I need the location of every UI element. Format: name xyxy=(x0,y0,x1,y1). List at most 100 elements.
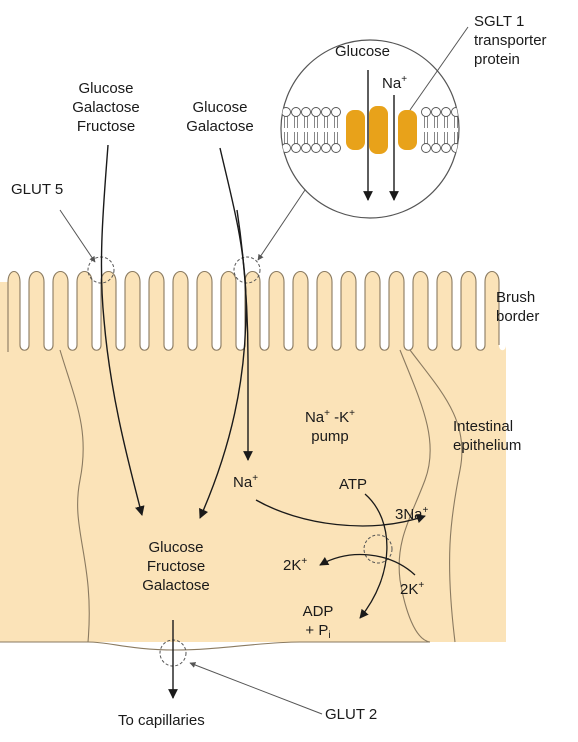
three-na-charge: + xyxy=(422,505,429,516)
arrow-sglt1-na xyxy=(236,209,253,461)
sglt1-label-line3: protein xyxy=(474,51,520,68)
na-k-pump-marker xyxy=(363,534,393,564)
phospholipid-heads xyxy=(281,107,459,153)
phospholipid-head xyxy=(301,107,311,117)
glut5-sugars-label: Glucose Galactose Fructose xyxy=(56,79,156,136)
phospholipid-tail xyxy=(454,116,458,128)
phospholipid-head xyxy=(321,143,331,153)
phospholipid-tail xyxy=(294,116,298,128)
two-k-left-charge: + xyxy=(301,556,308,567)
phospholipid-tail xyxy=(294,132,298,144)
arrow-k-into-cell xyxy=(319,553,416,576)
inset-na-text: Na xyxy=(382,75,402,92)
phospholipid-tail xyxy=(304,116,308,128)
sglt1-sugars-label: Glucose Galactose xyxy=(170,98,270,136)
phospholipid-head xyxy=(451,143,459,153)
phospholipid-head xyxy=(451,107,459,117)
brush-border-label: Brush border xyxy=(496,288,539,326)
p-subscript: i xyxy=(328,630,331,641)
phospholipid-head xyxy=(321,107,331,117)
pump-k: -K xyxy=(330,409,350,426)
glut5-sugar-1: Glucose xyxy=(78,80,134,97)
cell-sugar-2: Fructose xyxy=(146,558,206,575)
inset-na-charge: + xyxy=(401,74,408,85)
two-k-right-charge: + xyxy=(418,580,425,591)
inset-na-label: Na+ xyxy=(382,74,407,93)
phospholipid-head xyxy=(291,143,301,153)
cell-sugar-3: Galactose xyxy=(142,577,210,594)
three-na-label: 3Na+ xyxy=(395,505,428,524)
sglt1-sugar-2: Galactose xyxy=(186,118,254,135)
na-in-text: Na xyxy=(233,474,253,491)
glut5-sugar-3: Fructose xyxy=(76,118,136,135)
membrane-bilayer xyxy=(281,106,459,154)
arrow-atp-to-adp xyxy=(359,493,388,619)
two-k-right-text: 2K xyxy=(400,581,419,598)
phospholipid-tail xyxy=(324,116,328,128)
left-epithelial-cell xyxy=(0,271,506,642)
phospholipid-tail xyxy=(434,116,438,128)
atp-label: ATP xyxy=(339,476,368,493)
plus-p: + P xyxy=(305,622,329,639)
epithelium-line2: epithelium xyxy=(453,437,522,454)
glut5-pointer xyxy=(59,209,96,263)
cell-sugar-1: Glucose xyxy=(148,539,204,556)
inset-glucose-label: Glucose xyxy=(335,43,391,60)
phospholipid-tail xyxy=(444,132,448,144)
sglt1-marker xyxy=(233,256,261,284)
na-k-pump-line2: pump xyxy=(311,428,349,445)
pump-na: Na xyxy=(304,409,325,426)
cell-base xyxy=(0,641,430,651)
intestinal-epithelium-label: Intestinal epithelium xyxy=(453,417,521,455)
two-k-left-label: 2K+ xyxy=(283,556,307,575)
inset-to-marker-pointer xyxy=(257,189,306,261)
three-na-text: 3Na xyxy=(395,506,423,523)
phospholipid-tail xyxy=(314,132,318,144)
phospholipid-head xyxy=(431,143,441,153)
brush-border-line2: border xyxy=(496,308,540,325)
phospholipid-tail xyxy=(434,132,438,144)
sglt1-protein-right xyxy=(398,110,417,150)
sglt1-label-line1: SGLT 1 xyxy=(474,13,525,30)
pump-k-charge: + xyxy=(349,408,356,419)
phospholipid-head xyxy=(311,107,321,117)
phospholipid-head xyxy=(301,143,311,153)
phospholipid-head xyxy=(431,107,441,117)
sglt1-label-line2: transporter xyxy=(474,32,547,49)
phospholipid-head xyxy=(441,143,451,153)
glut5-sugar-2: Galactose xyxy=(72,99,140,116)
na-k-pump-label: Na+ -K+ pump xyxy=(280,408,380,446)
phospholipid-tail xyxy=(324,132,328,144)
two-k-right-label: 2K+ xyxy=(400,580,424,599)
glut2-pointer xyxy=(189,662,323,715)
sglt1-protein-mid xyxy=(369,106,388,154)
phospholipid-head xyxy=(331,107,341,117)
phospholipid-tail xyxy=(304,132,308,144)
phospholipid-tail xyxy=(284,132,288,144)
to-capillaries-label: To capillaries xyxy=(118,712,205,729)
phospholipid-head xyxy=(441,107,451,117)
cell-border-middle xyxy=(398,349,431,643)
arrow-glut5-sugars xyxy=(100,144,145,516)
sglt1-pointer xyxy=(409,26,469,111)
pump-na-charge: + xyxy=(324,408,330,419)
cell-sugars-label: Glucose Fructose Galactose xyxy=(126,538,226,595)
two-k-left-text: 2K xyxy=(283,557,302,574)
na-k-pump-line1: Na+ -K+ xyxy=(280,408,380,427)
na-in-charge: + xyxy=(252,473,259,484)
sglt1-label: SGLT 1 transporter protein xyxy=(474,12,547,69)
glut5-label: GLUT 5 xyxy=(11,181,64,198)
glut2-label: GLUT 2 xyxy=(325,706,378,723)
arrow-sglt1-sugars xyxy=(199,147,247,519)
epithelium-line1: Intestinal xyxy=(453,418,514,435)
phospholipid-tail xyxy=(424,116,428,128)
phospholipid-tail xyxy=(444,116,448,128)
phospholipid-tail xyxy=(424,132,428,144)
phospholipid-tail xyxy=(314,116,318,128)
cell-border-right xyxy=(409,349,463,643)
phospholipid-tail xyxy=(334,132,338,144)
adp-pi-label: ADP + Pi xyxy=(288,602,348,641)
plus-pi-text: + Pi xyxy=(288,621,348,641)
